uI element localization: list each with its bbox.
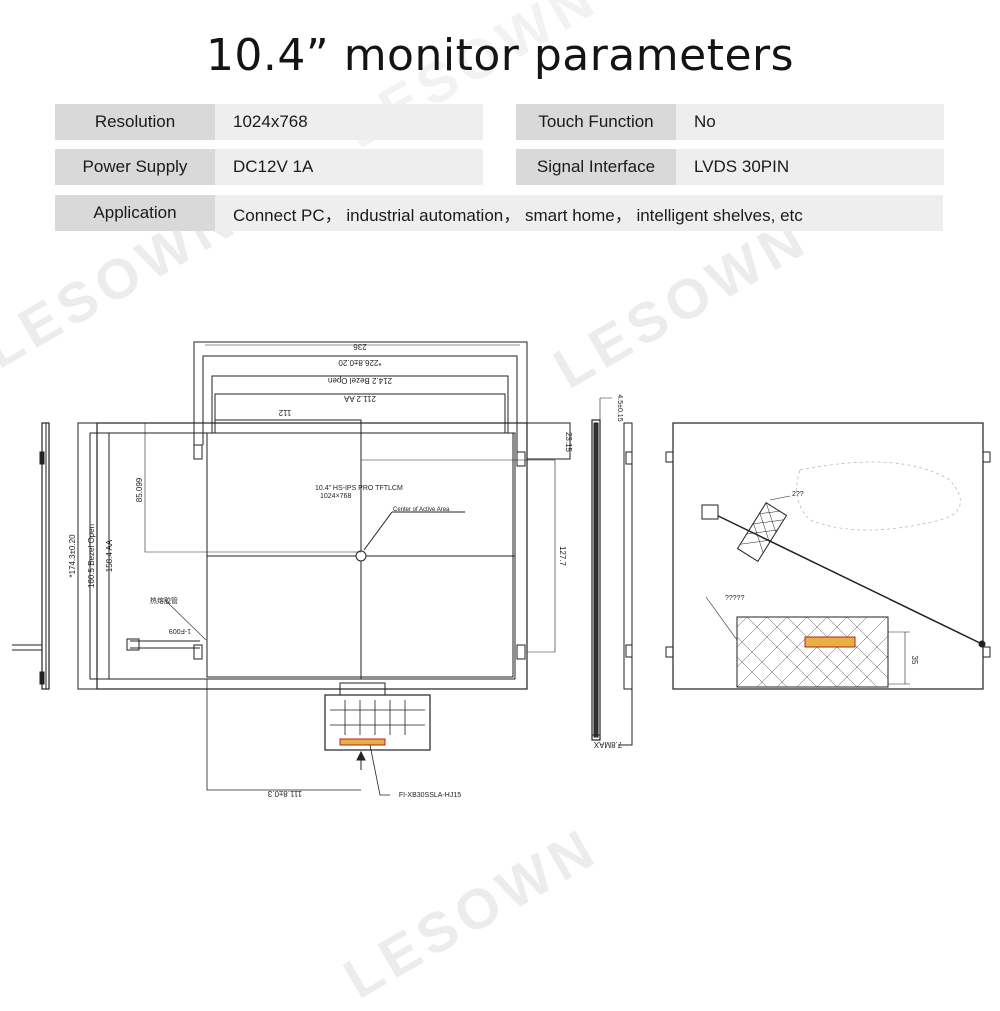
spec-value: 1024x768	[215, 104, 483, 140]
front-view	[77, 341, 571, 796]
spec-label: Touch Function	[516, 104, 676, 140]
spec-label: Power Supply	[55, 149, 215, 185]
spec-row-application: Application Connect PC， industrial autom…	[55, 195, 943, 231]
dim-35: 35	[910, 656, 919, 665]
chinese-label: 热熔胶管	[150, 596, 178, 605]
center-label: Center of Active Area	[393, 507, 450, 513]
spec-value: No	[676, 104, 944, 140]
cable-label: 1-F009	[169, 627, 191, 634]
spec-value: LVDS 30PIN	[676, 149, 944, 185]
dim-226: *226.8±0.20	[338, 358, 382, 367]
dim-height: *174.3±0.20	[68, 534, 77, 578]
dim-112: 112	[278, 408, 291, 417]
spec-row-signal: Signal Interface LVDS 30PIN	[516, 149, 944, 185]
panel-text-2: 1024×768	[320, 493, 351, 500]
spec-row-resolution: Resolution 1024x768	[55, 104, 483, 140]
spec-label: Signal Interface	[516, 149, 676, 185]
dim-23: 23.15	[564, 432, 573, 453]
dim-85: 85.099	[135, 477, 144, 502]
spec-value: DC12V 1A	[215, 149, 483, 185]
page-title: 10.4” monitor parameters	[205, 30, 795, 81]
back-view	[665, 422, 991, 690]
panel-text-1: 10.4” HS-IPS PRO TFTLCM	[315, 485, 403, 492]
spec-row-touch: Touch Function No	[516, 104, 944, 140]
dim-127: 127.7	[558, 546, 567, 567]
dim-aa-height: 158.4 AA	[105, 539, 114, 572]
back-label-2: ?????	[725, 595, 745, 602]
left-side-profile	[12, 422, 50, 690]
dim-45: 4.5±0.15	[616, 394, 623, 421]
dim-236: 236	[353, 342, 367, 351]
back-label-1: 2??	[792, 491, 804, 498]
dim-aa-width: 211.2 AA	[343, 394, 376, 403]
dim-bezel-width: 214.2 Bezel Open	[328, 376, 392, 385]
side-profile	[591, 397, 633, 746]
spec-label: Application	[55, 195, 215, 231]
dim-thickness: 7.8MAX	[593, 740, 622, 749]
dim-111: 111.8±0.3	[267, 789, 302, 798]
spec-row-power: Power Supply DC12V 1A	[55, 149, 483, 185]
dim-bezel-height: 160.5 Bezel Open	[87, 524, 96, 588]
connector-label: FI-XB30SSLA-HJ15	[399, 792, 461, 799]
spec-label: Resolution	[55, 104, 215, 140]
spec-value: Connect PC， industrial automation， smart…	[215, 195, 943, 231]
